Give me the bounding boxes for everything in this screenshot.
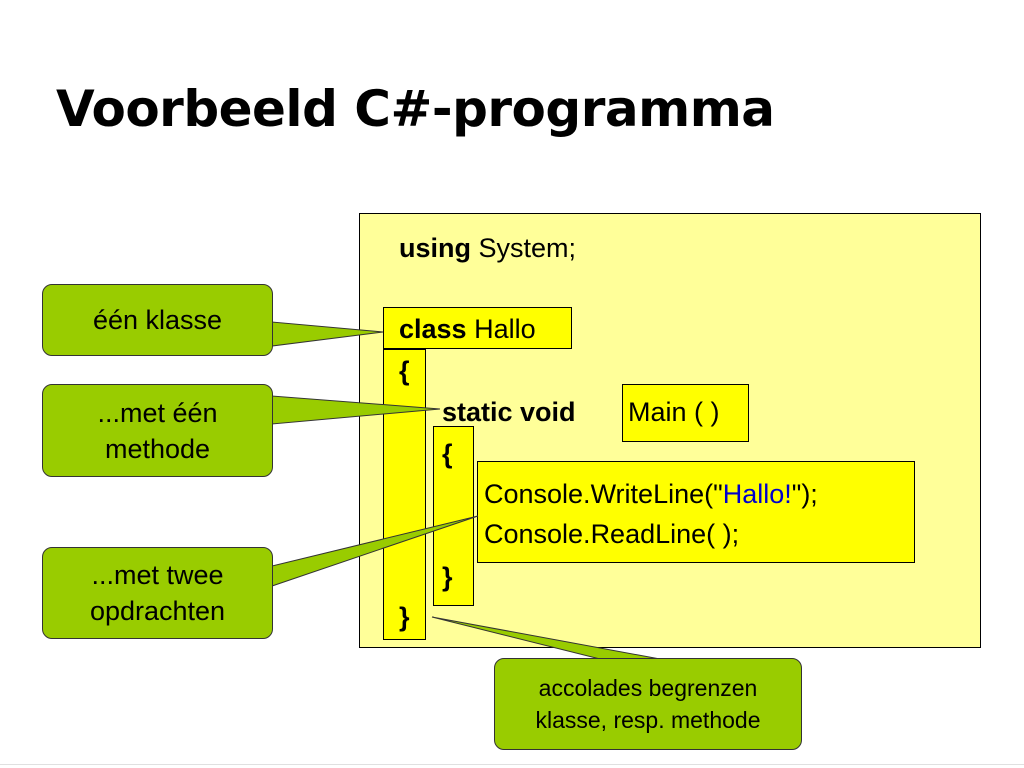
close-brace-method: } xyxy=(442,562,453,592)
callout-two-statements: ...met twee opdrachten xyxy=(42,547,273,639)
method-name: Main ( ) xyxy=(628,397,720,427)
code-line-class: class Hallo xyxy=(399,313,536,345)
close-brace-class: } xyxy=(399,602,410,632)
main-highlight xyxy=(622,384,749,442)
callout-two-statements-text: ...met twee opdrachten xyxy=(89,560,226,626)
code-line-using: using System; xyxy=(399,232,576,264)
keyword-class: class xyxy=(399,314,467,344)
code-line-writeline: Console.WriteLine("Hallo!"); xyxy=(484,478,818,510)
using-target: System; xyxy=(471,233,577,263)
writeline-close: "); xyxy=(791,479,818,509)
writeline-call: Console.WriteLine(" xyxy=(484,479,723,509)
string-literal: Hallo! xyxy=(722,479,792,509)
class-body-highlight xyxy=(383,349,426,640)
callout-one-method-text: ...met één methode xyxy=(97,397,218,464)
keyword-using: using xyxy=(399,233,471,263)
callout-one-class-text: één klasse xyxy=(92,304,223,335)
open-brace-class: { xyxy=(399,356,410,386)
method-body-highlight xyxy=(433,426,474,606)
callout-one-method: ...met één methode xyxy=(42,384,273,477)
slide-title: Voorbeeld C#-programma xyxy=(56,80,775,138)
callout-braces: accolades begrenzen klasse, resp. method… xyxy=(494,658,802,750)
code-line-main: static void xyxy=(442,396,576,428)
code-line-readline: Console.ReadLine( ); xyxy=(484,519,740,549)
open-brace-method: { xyxy=(442,439,453,469)
class-name: Hallo xyxy=(466,314,536,344)
callout-braces-text: accolades begrenzen klasse, resp. method… xyxy=(535,675,761,733)
keyword-static-void: static void xyxy=(442,397,576,427)
slide-bottom-rule xyxy=(0,764,1024,765)
statements-highlight xyxy=(477,461,915,563)
callout-one-class: één klasse xyxy=(42,284,273,356)
class-highlight xyxy=(383,307,572,349)
